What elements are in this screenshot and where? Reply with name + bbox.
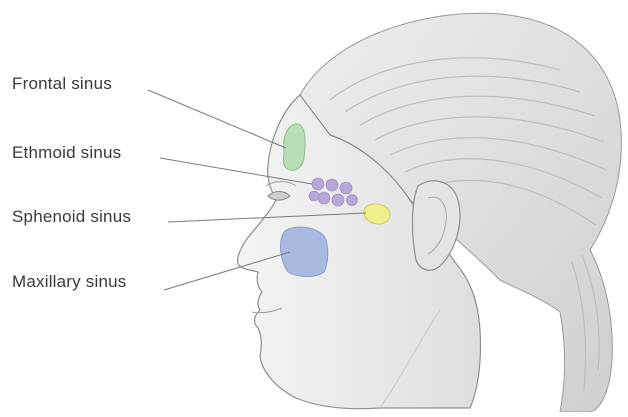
frontal-sinus-label: Frontal sinus: [12, 74, 112, 94]
ear-shape: [413, 181, 460, 271]
leader-line-frontal: [148, 90, 286, 148]
ethmoid-sinus-label: Ethmoid sinus: [12, 143, 121, 163]
frontal-sinus-shape: [284, 124, 306, 171]
maxillary-sinus-shape: [281, 227, 328, 276]
sphenoid-sinus-label: Sphenoid sinus: [12, 207, 131, 227]
maxillary-sinus-label: Maxillary sinus: [12, 272, 126, 292]
sphenoid-sinus-shape: [364, 204, 390, 224]
